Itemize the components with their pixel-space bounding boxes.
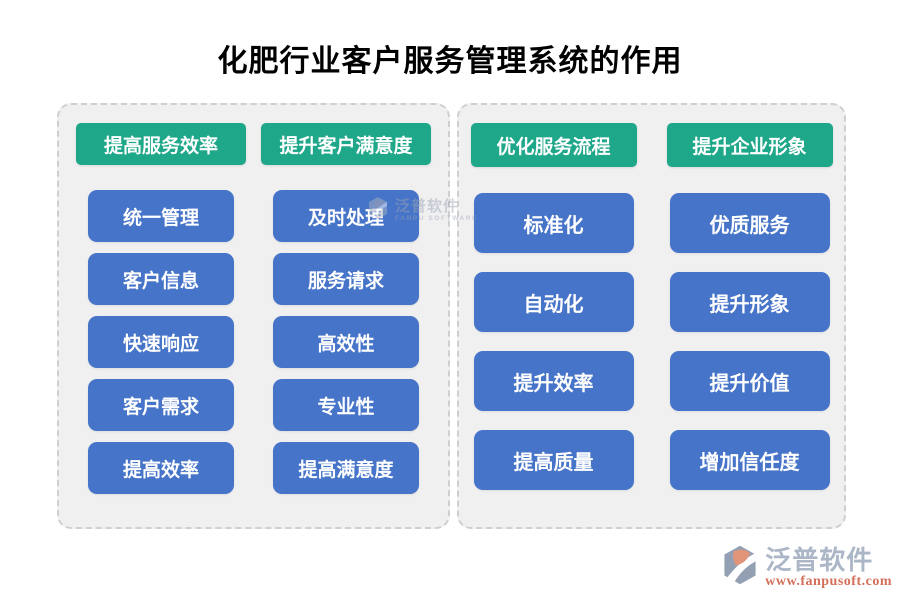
item-box: 及时处理 <box>273 190 419 242</box>
footer-url: www.fanpusoft.com <box>765 573 892 589</box>
item-box: 提高效率 <box>88 442 234 494</box>
item-box: 增加信任度 <box>669 430 830 490</box>
item-box: 提升形象 <box>669 272 830 332</box>
item-box: 提升价值 <box>669 351 830 411</box>
fanpu-logo-icon <box>718 543 762 592</box>
footer-brand-name: 泛普软件 <box>765 544 874 575</box>
item-box: 服务请求 <box>273 253 419 305</box>
item-box: 专业性 <box>273 379 419 431</box>
category-header: 提升企业形象 <box>666 123 833 167</box>
item-box: 提高满意度 <box>273 442 419 494</box>
panel-right: 优化服务流程 标准化 自动化 提升效率 提高质量 提升企业形象 优质服务 提升形… <box>457 103 846 529</box>
item-box: 提升效率 <box>473 351 634 411</box>
item-box: 提高质量 <box>473 430 634 490</box>
page-title: 化肥行业客户服务管理系统的作用 <box>217 45 683 78</box>
category-header: 提升客户满意度 <box>261 123 431 165</box>
item-box: 客户信息 <box>88 253 234 305</box>
item-box: 自动化 <box>473 272 634 332</box>
item-box: 快速响应 <box>88 316 234 368</box>
column-customer-satisfaction: 提升客户满意度 及时处理 服务请求 高效性 专业性 提高满意度 <box>260 123 432 527</box>
footer-brand: 泛普软件 www.fanpusoft.com <box>718 543 892 592</box>
column-company-image: 提升企业形象 优质服务 提升形象 提升价值 增加信任度 <box>666 123 834 527</box>
item-box: 优质服务 <box>669 193 830 253</box>
item-box: 高效性 <box>273 316 419 368</box>
item-box: 统一管理 <box>88 190 234 242</box>
column-process-optimization: 优化服务流程 标准化 自动化 提升效率 提高质量 <box>470 123 638 527</box>
panel-left: 提高服务效率 统一管理 客户信息 快速响应 客户需求 提高效率 提升客户满意度 … <box>57 103 450 529</box>
item-box: 标准化 <box>473 193 634 253</box>
item-box: 客户需求 <box>88 379 234 431</box>
column-service-efficiency: 提高服务效率 统一管理 客户信息 快速响应 客户需求 提高效率 <box>75 123 247 527</box>
category-header: 提高服务效率 <box>76 123 246 165</box>
category-header: 优化服务流程 <box>470 123 637 167</box>
footer-text: 泛普软件 www.fanpusoft.com <box>765 547 892 589</box>
